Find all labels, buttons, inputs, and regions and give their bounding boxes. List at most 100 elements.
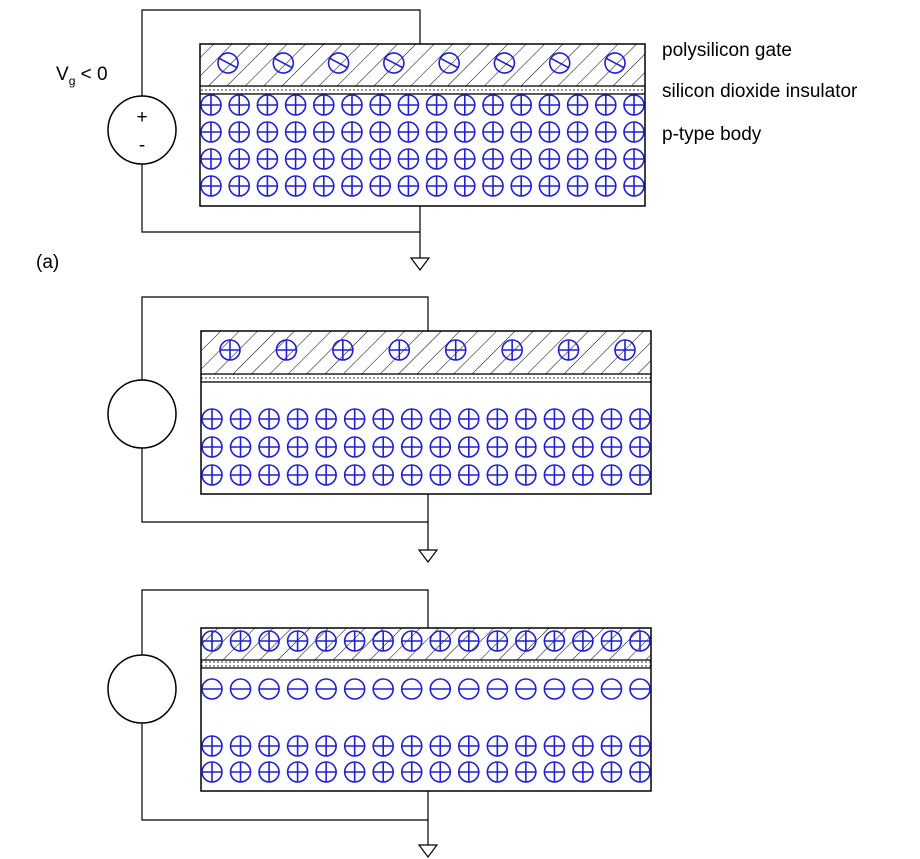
- positive-charge-icon: [482, 121, 504, 143]
- panel-b-oxide: [201, 374, 651, 382]
- negative-charge-icon: [548, 52, 571, 74]
- panel-a-gate-charges: [217, 52, 626, 74]
- positive-charge-icon: [400, 735, 423, 757]
- positive-charge-icon: [566, 121, 589, 143]
- positive-charge-icon: [258, 436, 280, 458]
- positive-charge-icon: [275, 339, 298, 361]
- positive-charge-icon: [543, 464, 566, 486]
- positive-charge-icon: [557, 339, 580, 361]
- negative-charge-icon: [272, 52, 295, 74]
- positive-charge-icon: [258, 735, 280, 757]
- positive-charge-icon: [457, 735, 480, 757]
- positive-charge-icon: [286, 630, 309, 652]
- positive-charge-icon: [629, 464, 651, 486]
- positive-charge-icon: [482, 175, 504, 197]
- negative-charge-icon: [493, 52, 516, 74]
- positive-charge-icon: [397, 175, 420, 197]
- positive-charge-icon: [286, 464, 309, 486]
- positive-charge-icon: [429, 761, 452, 783]
- positive-charge-icon: [201, 408, 223, 430]
- panel-b-stack-outline: [200, 330, 652, 495]
- positive-charge-icon: [486, 761, 509, 783]
- positive-charge-icon: [343, 464, 366, 486]
- positive-charge-icon: [629, 630, 651, 652]
- positive-charge-icon: [600, 436, 623, 458]
- gate-voltage-label: Vg < 0: [56, 64, 108, 88]
- source-plus-label: +: [136, 107, 147, 128]
- positive-charge-icon: [543, 761, 566, 783]
- positive-charge-icon: [623, 175, 645, 197]
- positive-charge-icon: [332, 339, 354, 361]
- positive-charge-icon: [429, 735, 452, 757]
- positive-charge-icon: [256, 175, 279, 197]
- positive-charge-icon: [200, 175, 222, 197]
- positive-charge-icon: [343, 761, 366, 783]
- negative-charge-icon: [400, 678, 423, 700]
- positive-charge-icon: [286, 436, 309, 458]
- positive-charge-icon: [369, 94, 392, 116]
- positive-charge-icon: [600, 464, 623, 486]
- positive-charge-icon: [286, 408, 309, 430]
- positive-charge-icon: [229, 735, 252, 757]
- positive-charge-icon: [315, 761, 337, 783]
- positive-charge-icon: [482, 148, 504, 170]
- negative-charge-icon: [286, 678, 309, 700]
- ground-icon: [417, 844, 439, 858]
- positive-charge-icon: [457, 436, 480, 458]
- positive-charge-icon: [258, 761, 280, 783]
- positive-charge-icon: [453, 148, 476, 170]
- positive-charge-icon: [229, 408, 252, 430]
- positive-charge-icon: [286, 761, 309, 783]
- positive-charge-icon: [312, 148, 335, 170]
- positive-charge-icon: [341, 121, 363, 143]
- negative-charge-icon: [327, 52, 350, 74]
- positive-charge-icon: [343, 735, 366, 757]
- voltage-source-icon: [107, 379, 177, 449]
- negative-charge-icon: [429, 678, 452, 700]
- voltage-source-icon: [107, 654, 177, 724]
- negative-charge-icon: [217, 52, 239, 74]
- negative-charge-icon: [600, 678, 623, 700]
- positive-charge-icon: [228, 148, 250, 170]
- positive-charge-icon: [369, 175, 392, 197]
- panel-b-gate-charges: [219, 339, 636, 361]
- positive-charge-icon: [510, 121, 533, 143]
- panel-b-body-charges: [201, 408, 651, 486]
- positive-charge-icon: [572, 761, 594, 783]
- positive-charge-icon: [457, 761, 480, 783]
- negative-charge-icon: [343, 678, 366, 700]
- positive-charge-icon: [229, 630, 252, 652]
- positive-charge-icon: [284, 175, 307, 197]
- positive-charge-icon: [600, 630, 623, 652]
- positive-charge-icon: [341, 94, 363, 116]
- positive-charge-icon: [457, 408, 480, 430]
- ground-icon: [417, 549, 439, 563]
- positive-charge-icon: [572, 464, 594, 486]
- positive-charge-icon: [515, 436, 537, 458]
- positive-charge-icon: [400, 436, 423, 458]
- positive-charge-icon: [425, 148, 448, 170]
- positive-charge-icon: [200, 148, 222, 170]
- positive-charge-icon: [594, 94, 617, 116]
- positive-charge-icon: [315, 630, 337, 652]
- positive-charge-icon: [594, 121, 617, 143]
- panel-a-label: (a): [36, 252, 59, 273]
- positive-charge-icon: [425, 121, 448, 143]
- source-minus-label: -: [139, 135, 145, 156]
- positive-charge-icon: [397, 121, 420, 143]
- positive-charge-icon: [200, 94, 222, 116]
- positive-charge-icon: [372, 735, 395, 757]
- panel-b: [107, 296, 652, 563]
- panel-a-wire-top: [141, 9, 421, 96]
- positive-charge-icon: [200, 121, 222, 143]
- positive-charge-icon: [429, 464, 452, 486]
- panel-a-gate: [200, 44, 645, 86]
- positive-charge-icon: [228, 121, 250, 143]
- positive-charge-icon: [201, 761, 223, 783]
- negative-charge-icon: [201, 678, 223, 700]
- panel-c-wire-top: [141, 589, 429, 655]
- positive-charge-icon: [284, 121, 307, 143]
- positive-charge-icon: [515, 761, 537, 783]
- positive-charge-icon: [486, 436, 509, 458]
- positive-charge-icon: [600, 761, 623, 783]
